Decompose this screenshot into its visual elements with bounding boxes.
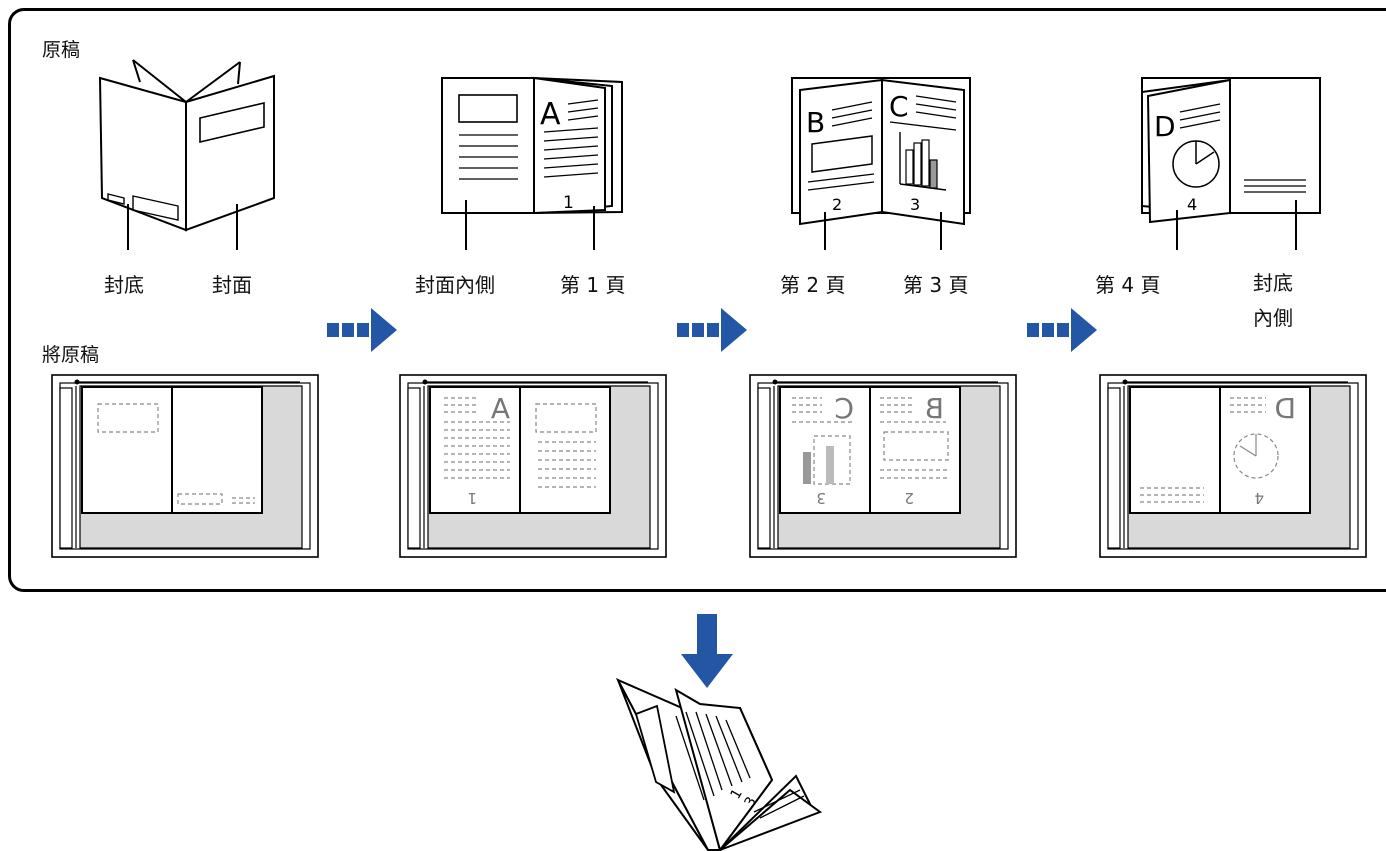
page-number-2: 2 [832,195,842,214]
book-page2-3-illustration: B 2 C 3 [791,77,971,250]
mirrored-number-4: 4 [1254,489,1264,507]
scanner-glass-4: D 4 [1099,374,1367,558]
finished-booklet: 1 3 [615,677,823,851]
arrow-right-3 [1027,308,1097,352]
label-inside-back-1: 封底 [1253,271,1293,295]
original-panel [8,8,1386,592]
mirrored-number-3: 3 [816,489,826,507]
mirrored-letter-d: D [1274,392,1296,425]
book-page1-illustration: A 1 [441,76,623,250]
label-inside-front-cover: 封面內側 [415,273,495,297]
page-letter-a: A [540,97,561,132]
arrow-down [681,614,733,688]
page-letter-c: C [889,90,909,123]
page-number-3: 3 [910,195,920,214]
label-page-3: 第 3 頁 [903,273,969,297]
label-back-cover: 封底 [104,273,144,297]
mirrored-letter-a: A [491,392,510,425]
page-number-1: 1 [563,193,574,213]
scanner-glass-1 [51,374,319,558]
scanner-glass-2: A 1 [399,374,667,558]
label-page-4: 第 4 頁 [1095,273,1161,297]
mirrored-number-1: 1 [467,489,477,507]
label-inside-back-2: 內側 [1253,306,1293,330]
label-page-1: 第 1 頁 [560,273,626,297]
scanner-glass-3: C B 3 2 [749,374,1017,558]
page-letter-b: B [806,106,825,139]
book-covers-illustration [98,59,275,250]
page-letter-d: D [1154,110,1176,143]
mirrored-letter-c: C [834,392,854,425]
scan-heading: 將原稿 [42,344,100,366]
mirrored-letter-b: B [925,392,944,425]
arrow-right-2 [677,308,747,352]
page-number-4: 4 [1187,195,1197,214]
label-page-2: 第 2 頁 [780,273,846,297]
arrow-right-1 [327,308,397,352]
label-front-cover: 封面 [212,273,252,297]
book-page4-illustration: D 4 [1141,77,1321,250]
original-heading: 原稿 [42,39,81,61]
mirrored-number-2: 2 [904,489,914,507]
